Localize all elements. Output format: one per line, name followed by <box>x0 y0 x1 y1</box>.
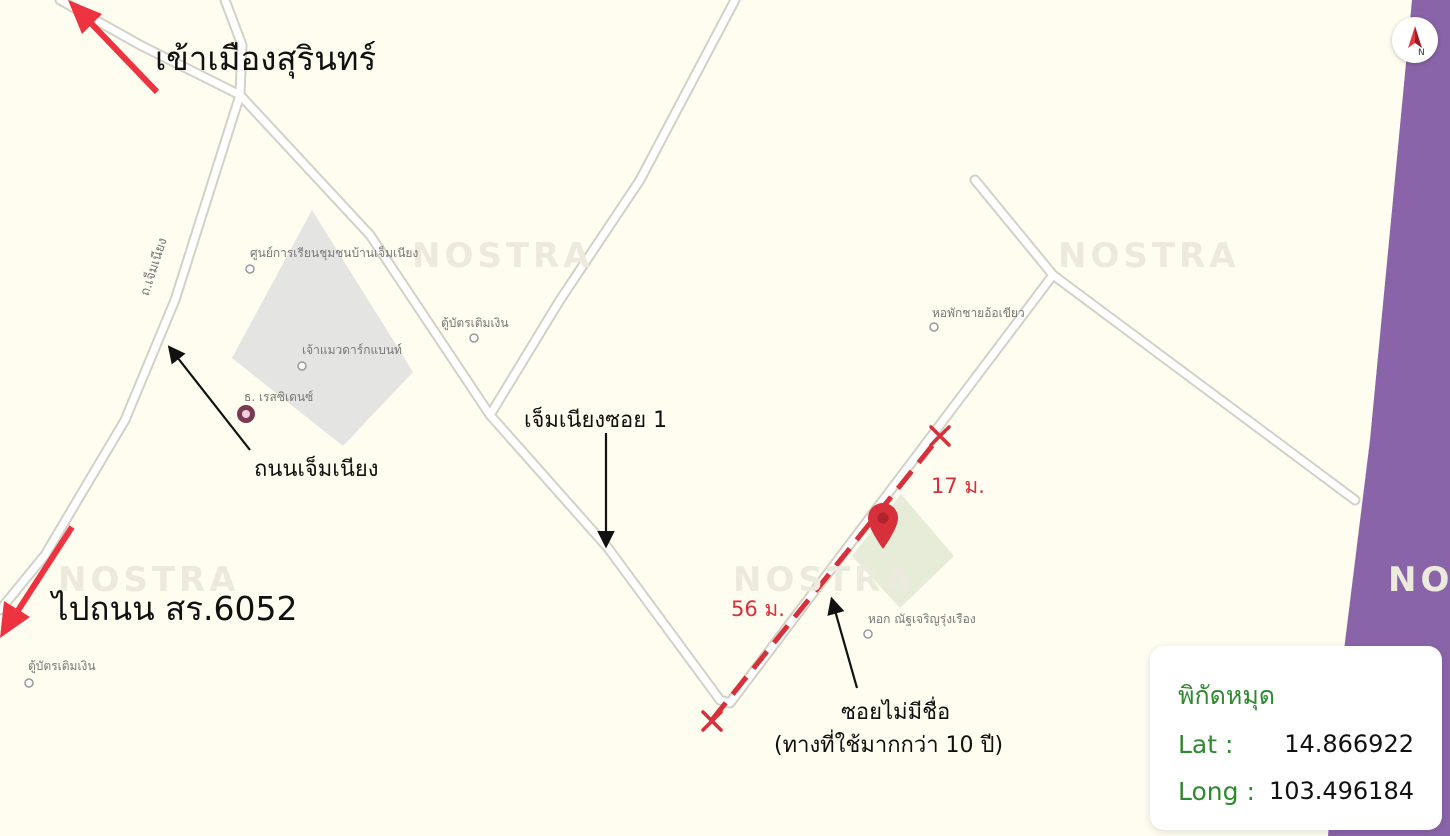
poi-dot-icon[interactable] <box>469 333 479 343</box>
road-main <box>56 0 1359 707</box>
poi-label[interactable]: หอพักชายอ้อเขียว <box>932 306 1025 320</box>
long-label: Long : <box>1178 777 1255 806</box>
watermark: NOSTRA <box>733 560 915 600</box>
residence-icon[interactable] <box>237 405 255 423</box>
parcel-area <box>232 210 413 446</box>
compass-needle-icon: N <box>1408 26 1425 58</box>
poi-dot-icon[interactable] <box>24 678 34 688</box>
compass-button[interactable]: N <box>1392 17 1438 63</box>
road-casing <box>0 0 248 616</box>
watermark: NOSTRA <box>1388 560 1450 600</box>
label-to-surin: เข้าเมืองสุรินทร์ <box>155 39 377 78</box>
compass-letter: N <box>1418 48 1425 58</box>
pin-area <box>852 494 954 608</box>
pointer-arrow-icon <box>167 345 251 451</box>
watermark: NOSTRA <box>58 560 240 600</box>
distance-label-south: 56 ม. <box>731 597 785 621</box>
label-to-road: ไปถนน สร.6052 <box>52 589 298 628</box>
poi-dot-icon[interactable] <box>245 264 255 274</box>
poi-label[interactable]: ตู้บัตรเติมเงิน <box>441 316 509 330</box>
road-soi1 <box>486 0 739 419</box>
poi-label[interactable]: ธ. เรสซิเดนซ์ <box>244 390 314 404</box>
cross-marker-north <box>929 425 951 447</box>
poi-label[interactable]: เจ้าแมวดาร์กแบนท์ <box>302 343 402 357</box>
watermark: NOSTRA <box>1058 236 1240 276</box>
road-network <box>0 0 1361 709</box>
poi-dots <box>24 264 939 688</box>
arrow-to-surin-icon <box>68 0 160 95</box>
coordinates-panel: พิกัดหมุด Lat : 14.866922 Long : 103.496… <box>1150 646 1442 830</box>
coordinates-title: พิกัดหมุด <box>1178 681 1276 710</box>
distance-line <box>710 434 942 722</box>
label-unnamed-soi: ซอยไม่มีชื่อ <box>841 700 951 725</box>
arrow-to-road-icon <box>0 525 75 638</box>
water-area <box>1328 0 1450 836</box>
long-value: 103.496184 <box>1268 777 1414 805</box>
pointer-arrow-icon <box>827 596 859 689</box>
poi-dot-icon[interactable] <box>929 322 939 332</box>
road-branch <box>971 176 1057 279</box>
poi-label[interactable]: ศูนย์การเรียนชุมชนบ้านเจ็มเนียง <box>250 246 419 260</box>
road-jemnieng <box>0 0 246 614</box>
poi-dot-icon[interactable] <box>297 361 307 371</box>
label-soi1: เจ็มเนียงซอย 1 <box>524 408 668 433</box>
lat-label: Lat : <box>1178 730 1234 759</box>
poi-label[interactable]: หอก ณัฐเจริญรุ่งเรือง <box>868 612 976 626</box>
location-pin-icon[interactable] <box>868 503 898 549</box>
distance-label-north: 17 ม. <box>931 474 985 498</box>
lat-value: 14.866922 <box>1284 730 1414 758</box>
cross-marker-south <box>701 710 723 732</box>
label-jemnieng-road: ถนนเจ็มเนียง <box>254 457 379 482</box>
label-unnamed-soi-note: (ทางที่ใช้มากกว่า 10 ปี) <box>774 733 1004 758</box>
poi-dot-icon[interactable] <box>863 629 873 639</box>
watermark: NOSTRA <box>412 236 594 276</box>
poi-label[interactable]: ตู้บัตรเติมเงิน <box>28 659 96 673</box>
